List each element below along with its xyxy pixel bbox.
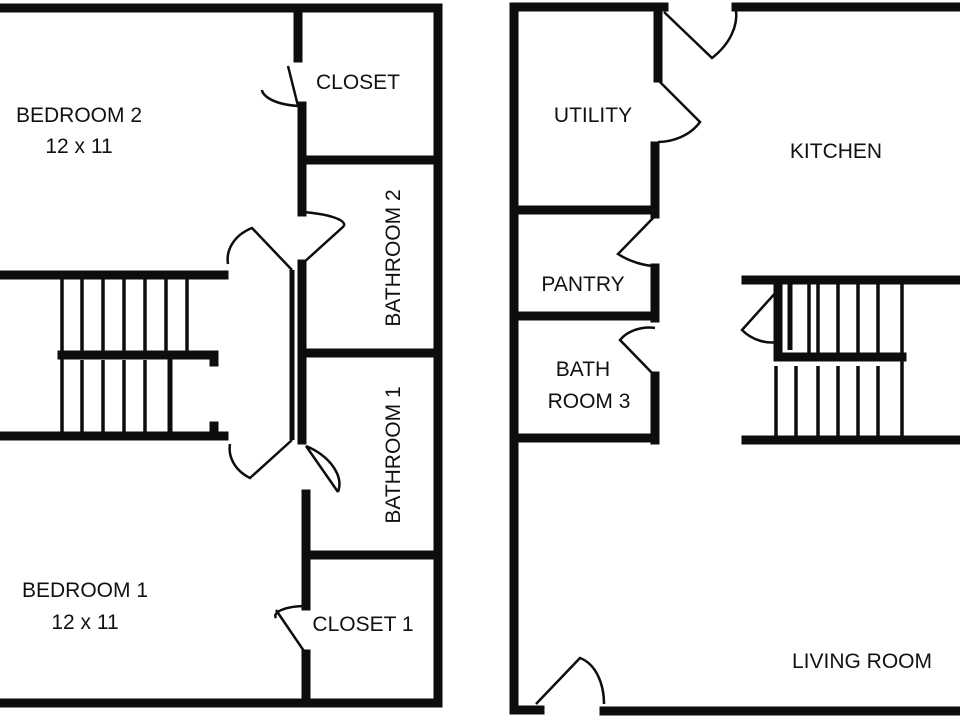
bathroom1-label: BATHROOM 1 <box>382 386 405 523</box>
bathroom1-door[interactable] <box>304 444 341 493</box>
bedroom1-door[interactable] <box>228 439 293 480</box>
pantry-door[interactable] <box>616 215 656 268</box>
closet1-label: CLOSET 1 <box>312 613 413 636</box>
bedroom2-size: 12 x 11 <box>45 135 112 158</box>
bedroom2-label: BEDROOM 2 <box>16 104 142 127</box>
pantry-label: PANTRY <box>541 273 624 296</box>
bedroom1-size: 12 x 11 <box>51 611 118 634</box>
kitchen-entry-door[interactable] <box>663 9 738 60</box>
main-floor-walls <box>509 2 960 716</box>
main-labels: UTILITY KITCHEN PANTRY BATH ROOM 3 LIVIN… <box>541 104 932 673</box>
bathroom2-door[interactable] <box>301 210 346 265</box>
upper-floor: BEDROOM 2 12 x 11 CLOSET BATHROOM 2 BATH… <box>0 3 443 708</box>
utility-door[interactable] <box>657 79 702 144</box>
main-doors <box>535 9 779 705</box>
living-room-label: LIVING ROOM <box>792 650 932 673</box>
upper-doors <box>226 65 346 655</box>
bedroom2-door[interactable] <box>226 226 293 271</box>
upper-stairs <box>60 279 189 432</box>
bath3-label-line1: BATH <box>556 358 610 381</box>
closet-label: CLOSET <box>316 71 400 94</box>
main-floor: UTILITY KITCHEN PANTRY BATH ROOM 3 LIVIN… <box>509 2 960 716</box>
utility-label: UTILITY <box>554 104 632 127</box>
bath3-label-line2: ROOM 3 <box>548 390 631 413</box>
bath3-door[interactable] <box>618 326 656 377</box>
closet-door[interactable] <box>260 65 300 108</box>
bathroom2-label: BATHROOM 2 <box>382 189 405 326</box>
bedroom1-label: BEDROOM 1 <box>22 579 148 602</box>
upper-floor-walls <box>0 3 443 708</box>
stair-closet-door[interactable] <box>740 289 779 344</box>
closet1-door[interactable] <box>274 604 308 655</box>
upper-labels: BEDROOM 2 12 x 11 CLOSET BATHROOM 2 BATH… <box>16 71 414 636</box>
kitchen-label: KITCHEN <box>790 140 882 163</box>
front-door[interactable] <box>535 656 606 705</box>
main-stairs <box>774 284 904 436</box>
